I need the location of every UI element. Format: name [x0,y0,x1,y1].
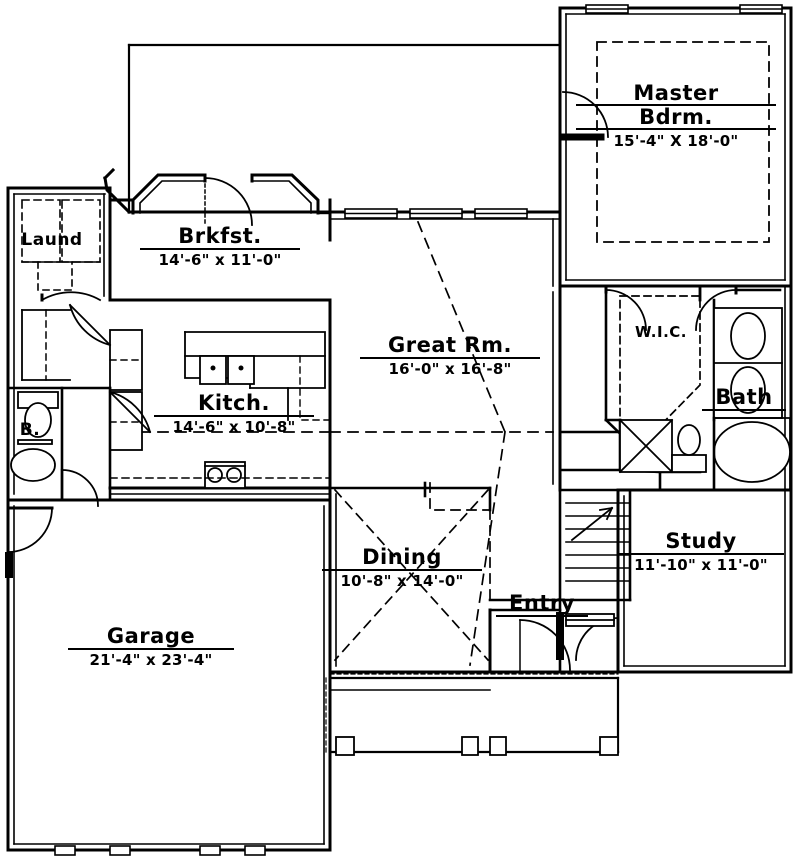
master-bath-door [695,285,782,331]
kitchen-peninsula [287,355,331,421]
great-room-walls [328,210,562,492]
wic-shelving [619,295,701,435]
great-room-ceiling-lines [129,220,554,666]
dining-opening [423,481,492,512]
half-bath-fixtures [10,391,59,482]
pantry-closet [21,309,71,381]
garage-walls [6,498,332,852]
laundry-door [40,291,102,302]
wic-door [604,284,647,331]
master-south-wall [558,279,793,288]
master-bedroom-door [558,90,609,141]
master-toilet [671,424,707,473]
great-room-windows [344,208,528,219]
garden-tub [713,417,791,491]
garage-service-door [5,506,54,578]
garage-overhead-doors [54,845,266,856]
dining-ceiling-lines [333,482,491,662]
entry-walls [488,598,620,674]
upper-roof-outline [127,43,562,214]
master-tray-ceiling [596,41,770,243]
master-bedroom-windows [585,4,783,14]
breakfast-door [203,173,254,226]
master-vanity [713,307,783,419]
kitchen-sink [199,355,255,385]
breakfast-nook-walls [102,167,332,215]
porch-columns [335,736,619,756]
right-exterior-wall [784,284,793,674]
porch-edge-hatch [325,673,619,753]
laundry-room [21,186,112,302]
linen-cabinet [109,329,143,451]
hall-walls [488,488,562,602]
interior-doors [68,303,152,434]
master-bedroom-walls [558,6,793,288]
kitchen-cooktop [204,461,246,489]
breakfast-bay-outline [108,173,320,215]
entry-sidelight [565,613,615,627]
master-shower [618,418,674,474]
breakfast-bay-inner [139,180,312,214]
study-walls [616,488,793,674]
front-door [519,612,571,671]
